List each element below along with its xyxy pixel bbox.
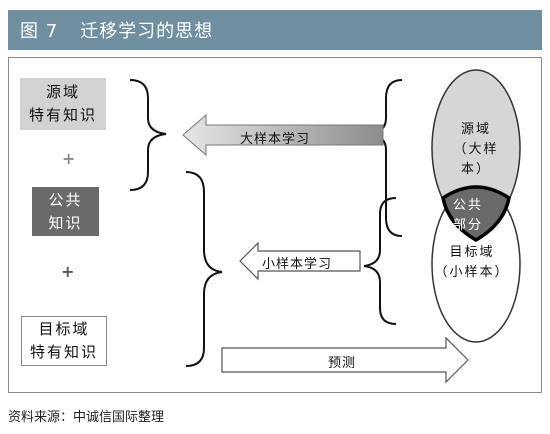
predict-arrow — [221, 336, 469, 384]
common-part-overlap — [441, 185, 511, 243]
large-sample-arrow — [182, 113, 384, 157]
venn-source-line2: （大样本） — [453, 142, 499, 177]
common-knowledge-box: 公共 知识 — [32, 187, 99, 236]
common-box-line2: 知识 — [48, 213, 83, 232]
venn-common-label: 公共 部分 — [448, 196, 488, 236]
source-note: 资料来源：中诚信国际整理 — [8, 410, 165, 425]
venn-target-label: 目标域 （小样本） — [434, 243, 510, 283]
right-brace-lower — [363, 197, 397, 325]
figure-title: 迁移学习的思想 — [80, 21, 214, 42]
large-sample-learning-label: 大样本学习 — [240, 132, 311, 147]
predict-label: 预测 — [328, 356, 357, 371]
venn-target-line2: （小样本） — [434, 265, 510, 280]
left-brace-upper — [129, 79, 167, 191]
left-brace-lower — [185, 171, 223, 367]
source-box-line1: 源域 — [45, 83, 80, 101]
figure-number: 图 7 — [20, 21, 59, 42]
venn-target-line1: 目标域 — [449, 245, 495, 260]
source-specific-knowledge-box: 源域 特有知识 — [20, 78, 106, 130]
right-brace-upper — [369, 79, 403, 237]
venn-source-label: 源域 （大样本） — [443, 120, 509, 180]
target-box-line2: 特有知识 — [29, 343, 98, 361]
target-box-line1: 目标域 — [38, 320, 90, 338]
small-sample-arrow — [239, 241, 361, 281]
source-box-line2: 特有知识 — [28, 106, 97, 124]
target-specific-knowledge-box: 目标域 特有知识 — [21, 316, 107, 366]
small-sample-learning-label: 小样本学习 — [262, 257, 333, 272]
common-box-line1: 公共 — [48, 190, 83, 209]
plus-sign: + — [61, 262, 75, 281]
venn-common-line2: 部分 — [452, 218, 483, 233]
venn-common-line1: 公共 — [452, 198, 483, 213]
figure-header: 图 7 迁移学习的思想 — [8, 10, 542, 50]
plus-sign: + — [62, 149, 76, 168]
venn-source-line1: 源域 — [460, 122, 491, 137]
